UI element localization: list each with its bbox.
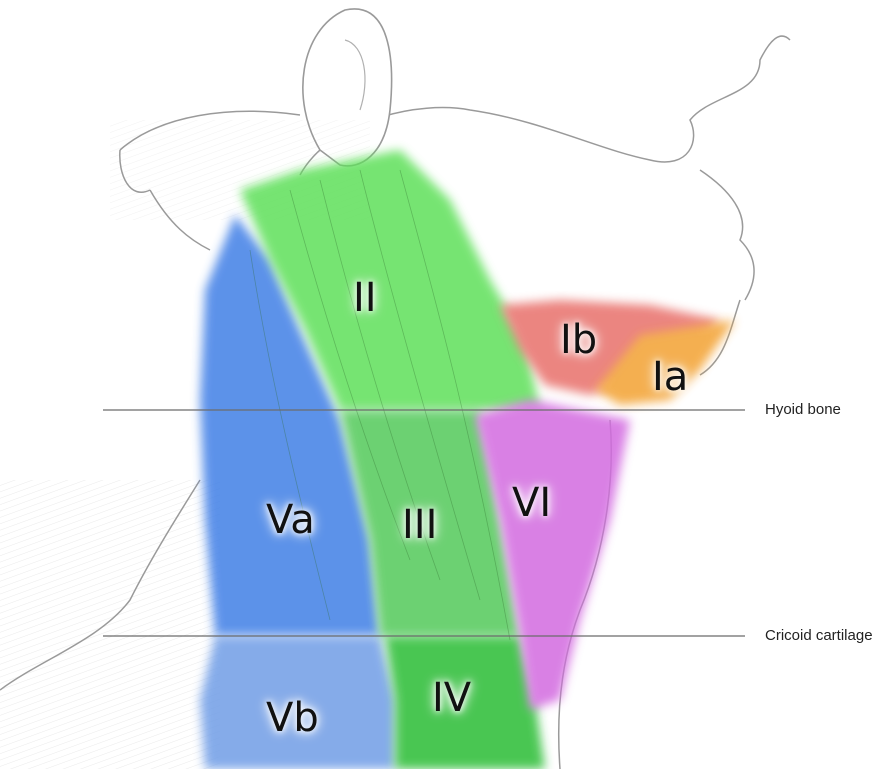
label-level-Ib: Ib xyxy=(560,320,597,360)
label-level-VI: VI xyxy=(512,483,551,523)
cricoid-cartilage-label: Cricoid cartilage xyxy=(765,628,873,643)
hyoid-bone-label: Hyoid bone xyxy=(765,402,841,417)
label-level-II: II xyxy=(353,278,377,318)
label-level-IV: IV xyxy=(432,678,471,718)
label-level-Va: Va xyxy=(266,500,315,540)
label-level-Vb: Vb xyxy=(266,698,319,738)
label-level-III: III xyxy=(402,505,437,545)
shoulder-texture xyxy=(0,480,220,769)
label-level-Ia: Ia xyxy=(652,357,688,397)
